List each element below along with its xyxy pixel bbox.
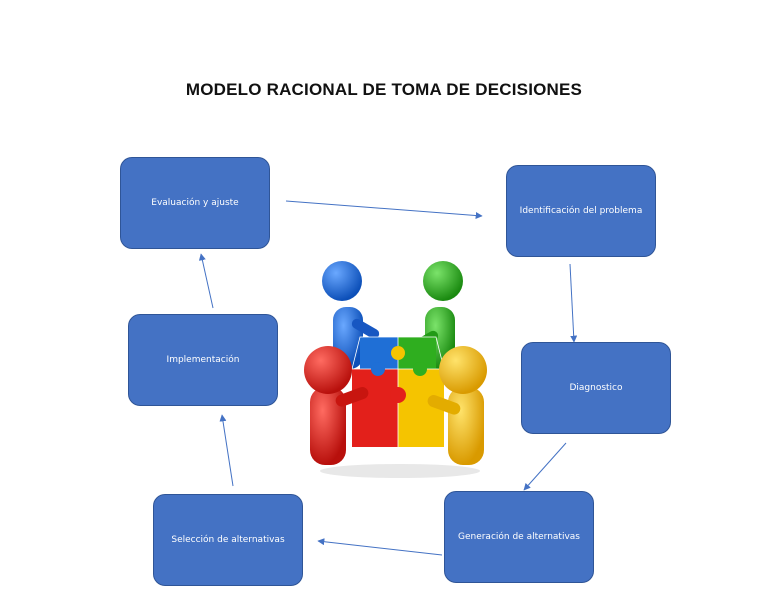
yellow-figure — [427, 346, 487, 465]
step-box-identificacion: Identificación del problema — [506, 165, 656, 257]
step-label-diagnostico: Diagnostico — [569, 383, 623, 393]
puzzle-cube — [351, 336, 445, 447]
step-box-seleccion: Selección de alternativas — [153, 494, 303, 586]
step-label-generacion: Generación de alternativas — [457, 532, 580, 542]
red-figure — [304, 346, 369, 465]
step-box-diagnostico: Diagnostico — [521, 342, 671, 434]
arrow-diagnostico-to-generacion — [523, 442, 567, 491]
arrow-implementacion-to-evaluacion — [198, 253, 214, 309]
arrow-identificacion-to-diagnostico — [569, 263, 578, 343]
teamwork-puzzle-icon — [304, 261, 487, 478]
arrow-evaluacion-to-identificacion — [285, 200, 483, 220]
step-label-identificacion: Identificación del problema — [519, 206, 643, 216]
step-label-seleccion: Selección de alternativas — [171, 535, 285, 545]
arrow-seleccion-to-implementacion — [219, 414, 234, 487]
step-box-implementacion: Implementación — [128, 314, 278, 406]
step-box-evaluacion: Evaluación y ajuste — [120, 157, 270, 249]
step-label-implementacion: Implementación — [166, 355, 240, 365]
arrow-generacion-to-seleccion — [317, 538, 443, 556]
diagram-title: MODELO RACIONAL DE TOMA DE DECISIONES — [185, 80, 583, 99]
step-box-generacion: Generación de alternativas — [444, 491, 594, 583]
step-label-evaluacion: Evaluación y ajuste — [151, 198, 239, 208]
